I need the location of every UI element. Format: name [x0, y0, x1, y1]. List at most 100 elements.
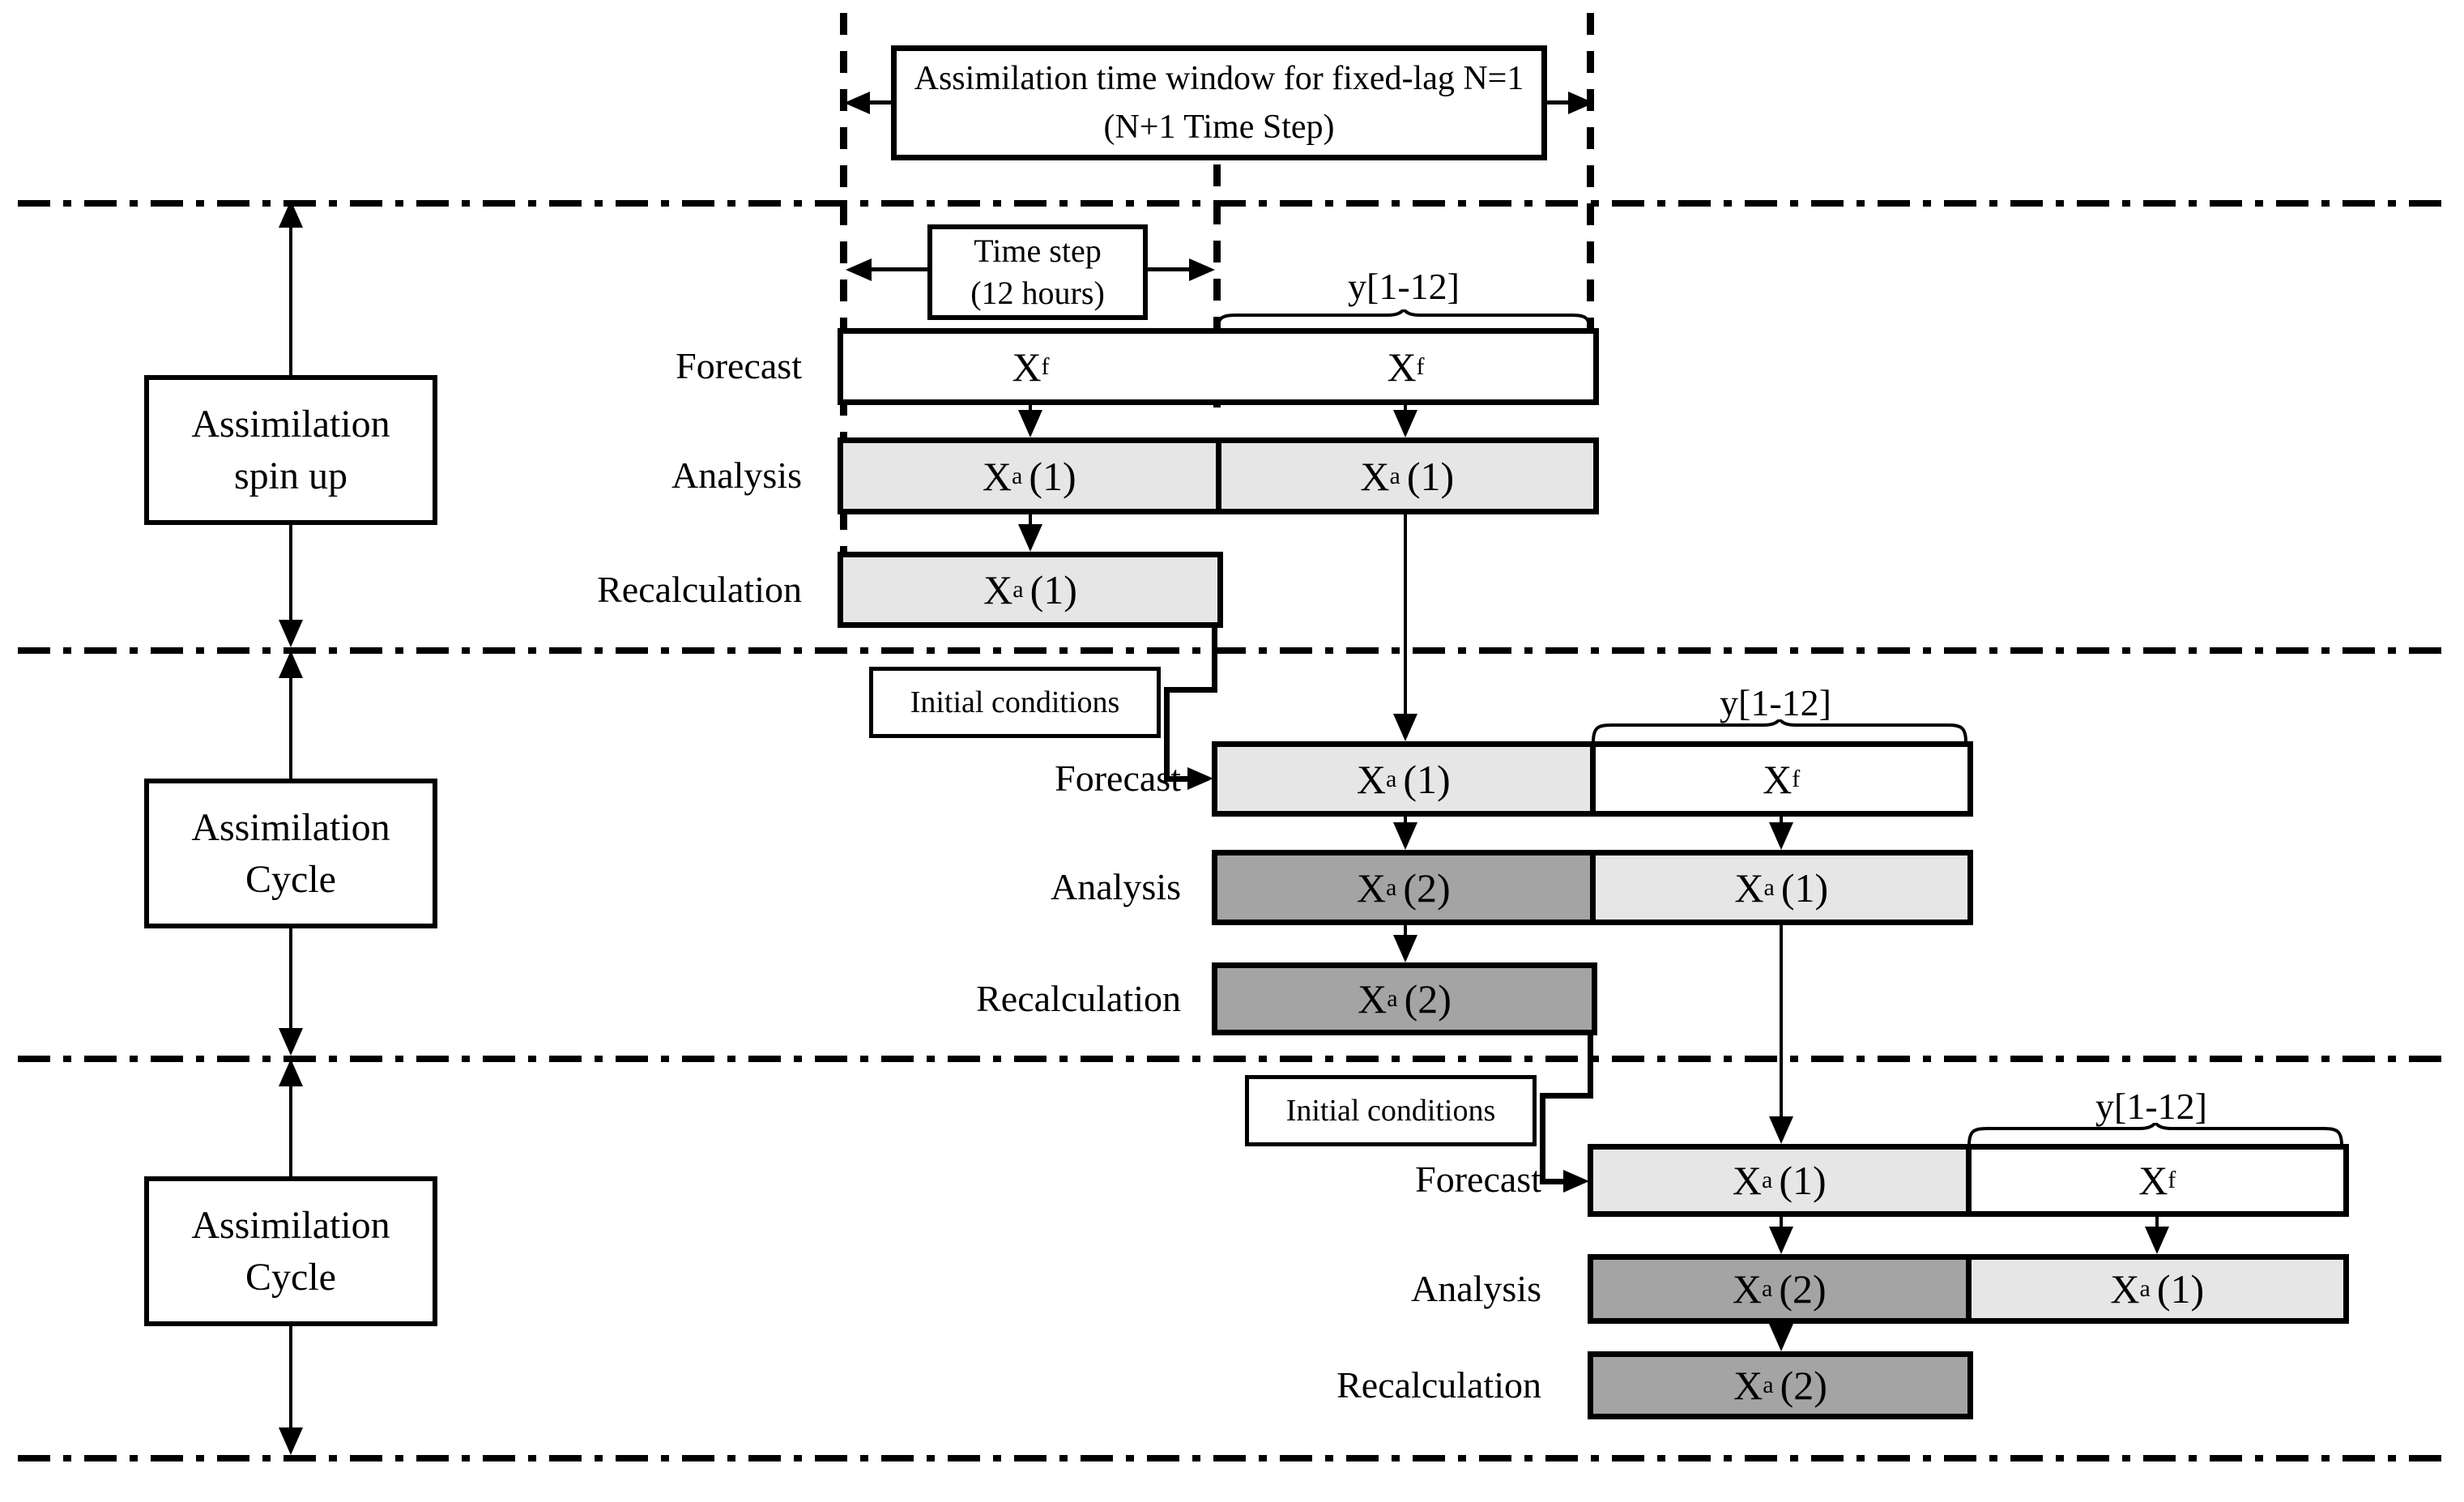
state-arg: (1): [1029, 453, 1076, 499]
obs-window-bracket-2: [1592, 719, 1967, 742]
arrow-a2-to-cycle3-head: [1769, 1116, 1793, 1144]
row-label-forecast-1: Forecast: [676, 345, 802, 386]
state-label: X: [1356, 864, 1386, 911]
arrow-f3-a3-right-head: [2145, 1227, 2169, 1254]
spin-up-label-line2: spin up: [233, 454, 347, 497]
span-arrow-shaft-6: [289, 1326, 292, 1431]
state-label: X: [1012, 343, 1042, 390]
time-step-arrow-left-head: [846, 258, 872, 281]
state-arg: (1): [1030, 567, 1077, 612]
arrow-f1-a1-right-shaft: [1404, 403, 1407, 413]
obs-window-label-1: y[1-12]: [1348, 266, 1460, 307]
arrow-a1-r1-shaft: [1029, 513, 1032, 527]
span-arrow-shaft-2: [289, 525, 292, 626]
state-arg: (1): [1779, 1158, 1827, 1203]
cycle-1-label-line1: Assimilation: [191, 805, 390, 849]
window-arrow-left-head: [844, 92, 870, 114]
state-label: X: [1732, 1158, 1762, 1203]
time-boundary-line-1: [840, 13, 847, 556]
arrow-a2-r2-shaft: [1404, 924, 1407, 938]
assimilation-window-title-line2: (N+1 Time Step): [1103, 109, 1335, 146]
arrow-a1-to-cycle2-head: [1393, 714, 1417, 741]
state-label: X: [983, 567, 1013, 612]
state-label: X: [1733, 1363, 1763, 1408]
assimilation-window-title-line1: Assimilation time window for fixed-lag N…: [914, 60, 1524, 97]
time-step-arrow-left-shaft: [870, 267, 928, 271]
obs-window-label-2: y[1-12]: [1720, 682, 1831, 723]
spin-up-box: Assimilation spin up: [144, 375, 437, 525]
time-step-arrow-right-head: [1189, 258, 1215, 281]
state-arg: (2): [1403, 864, 1451, 911]
ic2-connector-top: [1540, 1093, 1593, 1099]
time-boundary-line-2: [1213, 164, 1221, 408]
section-line-2: [18, 647, 2445, 654]
ic2-connector-drop: [1588, 1035, 1593, 1099]
obs-window-bracket-1: [1216, 309, 1592, 332]
state-label: X: [1356, 756, 1386, 802]
state-label: X: [1358, 976, 1388, 1022]
initial-conditions-box-1: Initial conditions: [869, 667, 1161, 738]
arrow-a1-to-cycle2-shaft: [1404, 513, 1407, 717]
span-arrow-down-2: [279, 1028, 303, 1056]
obs-window-label-3: y[1-12]: [2095, 1086, 2207, 1127]
ic1-connector-head: [1187, 767, 1213, 790]
cycle-2-label-line2: Cycle: [245, 1255, 336, 1299]
time-step-line1: Time step: [974, 233, 1102, 269]
state-label: X: [982, 453, 1012, 499]
cycle-box-2: Assimilation Cycle: [144, 1176, 437, 1326]
state-label: X: [1360, 453, 1390, 499]
window-arrow-right-head: [1568, 92, 1594, 114]
arrow-a2-to-cycle3-shaft: [1780, 924, 1783, 1120]
section-line-3: [18, 1056, 2445, 1062]
span-arrow-down-1: [279, 620, 303, 647]
initial-conditions-box-2: Initial conditions: [1245, 1075, 1537, 1146]
arrow-f1-a1-left-shaft: [1029, 403, 1032, 413]
section-line-bottom: [18, 1455, 2445, 1461]
cycle-box-1: Assimilation Cycle: [144, 779, 437, 928]
row-label-analysis-3: Analysis: [1411, 1268, 1541, 1309]
cycle-2-label-line1: Assimilation: [191, 1203, 390, 1247]
row-label-recalculation-1: Recalculation: [597, 569, 802, 610]
state-label: X: [1734, 864, 1764, 911]
arrow-f3-a3-right-shaft: [2155, 1215, 2159, 1228]
row-label-recalculation-2: Recalculation: [976, 978, 1181, 1019]
state-arg: (1): [1406, 453, 1455, 499]
initial-conditions-label-2: Initial conditions: [1285, 1094, 1496, 1128]
arrow-f3-a3-left-shaft: [1780, 1215, 1783, 1228]
state-arg: (2): [1780, 1363, 1827, 1408]
time-boundary-line-3: [1587, 13, 1594, 335]
span-arrow-shaft-1: [289, 223, 292, 375]
arrow-f2-a2-left-shaft: [1404, 815, 1407, 826]
state-arg: (2): [1779, 1266, 1827, 1312]
state-label: X: [1763, 756, 1793, 802]
span-arrow-shaft-5: [289, 1082, 292, 1176]
ic2-connector-leg: [1540, 1093, 1545, 1184]
state-label: X: [1387, 343, 1417, 390]
arrow-a3-r3-head: [1769, 1324, 1793, 1351]
ic2-connector-bottom: [1545, 1179, 1567, 1184]
row-label-analysis-1: Analysis: [671, 454, 802, 496]
time-step-arrow-right-shaft: [1146, 267, 1191, 271]
arrow-f2-a2-right-shaft: [1780, 815, 1783, 826]
window-arrow-left-shaft: [867, 100, 893, 105]
state-arg: (2): [1404, 976, 1452, 1022]
